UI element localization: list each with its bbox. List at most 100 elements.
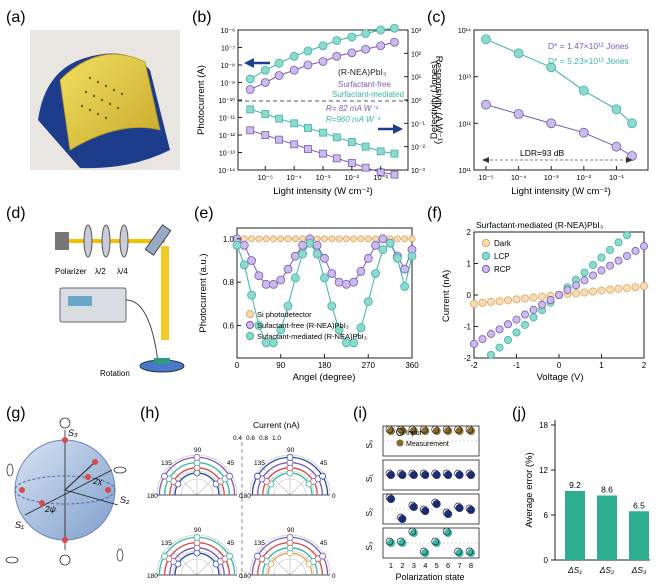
e-legend-label-1: Sufactant-free (R-NEA)PbI₃ bbox=[257, 321, 349, 330]
sphere-label-2chi: 2χ bbox=[92, 476, 103, 486]
i-input-1-6 bbox=[454, 469, 462, 478]
b-point-1-5 bbox=[318, 57, 328, 66]
b-ytick-left-label-5: 10⁻¹¹ bbox=[219, 116, 236, 123]
h-point-2-3-1 bbox=[193, 534, 201, 541]
i-input-0-7 bbox=[465, 425, 474, 434]
i-measurement-3-2 bbox=[409, 529, 418, 537]
f-point-2-11 bbox=[563, 285, 572, 294]
e-point-0-14 bbox=[335, 235, 343, 243]
h-angle-label-3-2: 45 bbox=[320, 540, 328, 547]
e-point-1-9 bbox=[298, 240, 308, 250]
f-point-2-1 bbox=[478, 335, 487, 344]
sphere-label-s2: S₂ bbox=[120, 495, 130, 505]
h-angle-label-2-3: 180 bbox=[147, 573, 158, 580]
b-ytick-right-label-4: 10⁻¹ bbox=[411, 121, 425, 128]
e-point-0-5 bbox=[270, 235, 277, 243]
c-point-1-3 bbox=[578, 127, 589, 138]
e-point-0-8 bbox=[291, 235, 299, 243]
f-point-0-12 bbox=[572, 289, 581, 298]
j-ytick-label-1: 6 bbox=[544, 511, 549, 520]
e-point-1-19 bbox=[371, 240, 380, 250]
e-point-0-24 bbox=[408, 235, 416, 243]
h-grid-spoke-0-1 bbox=[196, 466, 226, 496]
f-point-0-8 bbox=[538, 292, 547, 301]
quarter-wave-plate-icon bbox=[119, 224, 129, 258]
b-ytick-left-label-6: 10⁻¹² bbox=[219, 133, 236, 140]
f-point-2-13 bbox=[580, 276, 589, 285]
h-grid-spoke-1-1 bbox=[289, 466, 319, 496]
f-legend-marker-1 bbox=[481, 251, 491, 261]
e-point-2-1 bbox=[239, 260, 249, 270]
flexible-film-photo bbox=[30, 30, 180, 170]
b-point-1-8 bbox=[361, 44, 371, 54]
j-ytick-label-3: 18 bbox=[539, 421, 548, 430]
e-point-1-11 bbox=[312, 240, 322, 250]
e-ylabel: Photocurrent (a.u.) bbox=[198, 253, 209, 332]
b-point-3-6 bbox=[332, 154, 341, 163]
b-point-0-10 bbox=[390, 23, 399, 33]
i-xtick-label-4: 5 bbox=[435, 561, 439, 570]
e-point-1-1 bbox=[239, 240, 249, 250]
f-point-1-4 bbox=[503, 336, 512, 345]
h-point-3-3-1 bbox=[286, 534, 294, 541]
b-ytick-right-label-5: 10⁻² bbox=[411, 145, 425, 152]
h-rtick-3: 1.0 bbox=[272, 435, 281, 442]
b-point-3-8 bbox=[361, 163, 370, 172]
b-point-3-10 bbox=[390, 170, 399, 179]
setup-label-rotation: Rotation bbox=[100, 369, 130, 378]
b-point-0-8 bbox=[361, 29, 371, 38]
i-input-2-5 bbox=[442, 508, 451, 517]
f-point-0-4 bbox=[503, 296, 512, 305]
h-point-3-3-0 bbox=[319, 552, 326, 560]
i-input-1-4 bbox=[431, 469, 440, 478]
h-angle-label-2-0: 135 bbox=[161, 540, 172, 547]
i-row-label-2: S₂ bbox=[364, 508, 374, 517]
h-rtick-2: 0.8 bbox=[259, 435, 268, 442]
b-ytick-right-label-6: 10⁻³ bbox=[411, 168, 425, 175]
i-measurement-2-4 bbox=[432, 500, 441, 508]
panel-label-h: (h) bbox=[140, 405, 160, 422]
h-angle-label-0-3: 180 bbox=[147, 493, 158, 500]
e-point-1-3 bbox=[254, 271, 264, 281]
j-ylabel: Average error (%) bbox=[524, 452, 535, 527]
f-point-2-16 bbox=[606, 261, 615, 270]
setup-label-quarter-wave: λ/4 bbox=[117, 267, 128, 276]
e-point-1-18 bbox=[363, 253, 373, 263]
i-input-0-5 bbox=[442, 425, 451, 434]
f-point-0-20 bbox=[640, 282, 649, 291]
i-legend-measurement-label: Measurement bbox=[406, 441, 449, 448]
e-point-1-23 bbox=[400, 264, 410, 274]
f-legend-label-0: Dark bbox=[494, 239, 512, 248]
e-point-0-23 bbox=[401, 235, 409, 243]
e-point-0-2 bbox=[248, 235, 255, 243]
h-angle-label-3-0: 135 bbox=[254, 540, 265, 547]
b-ytick-left-label-7: 10⁻¹³ bbox=[219, 151, 236, 158]
f-point-1-5 bbox=[512, 328, 521, 337]
i-measurement-2-5 bbox=[444, 510, 453, 518]
f-point-2-5 bbox=[512, 315, 521, 324]
h-angle-label-0-1: 90 bbox=[194, 447, 202, 454]
f-xtick-label-2: 0 bbox=[557, 361, 562, 370]
left-arrow-head-icon bbox=[244, 58, 254, 68]
i-input-3-4 bbox=[431, 537, 440, 546]
e-point-0-12 bbox=[321, 235, 328, 243]
c-ytick-label-0: 10¹⁴ bbox=[458, 28, 471, 35]
f-point-0-0 bbox=[469, 299, 478, 308]
i-measurement-3-6 bbox=[455, 549, 464, 557]
e-point-2-14 bbox=[334, 325, 344, 335]
f-point-2-9 bbox=[546, 296, 555, 305]
f-xlabel: Voltage (V) bbox=[537, 372, 584, 383]
f-title: Surfactant-mediated (R-NEA)PbI₃ bbox=[476, 220, 603, 230]
e-point-0-6 bbox=[277, 235, 285, 243]
c-annotation-ldr: LDR=93 dB bbox=[520, 148, 565, 158]
e-point-2-0 bbox=[232, 240, 242, 250]
f-point-1-16 bbox=[606, 245, 615, 254]
f-point-0-19 bbox=[631, 283, 640, 292]
j-ytick-label-0: 0 bbox=[544, 556, 549, 565]
f-point-0-16 bbox=[606, 285, 615, 294]
e-point-2-8 bbox=[290, 273, 300, 283]
f-ytick-label-1: 1 bbox=[467, 260, 472, 269]
b-point-2-0 bbox=[246, 105, 255, 114]
